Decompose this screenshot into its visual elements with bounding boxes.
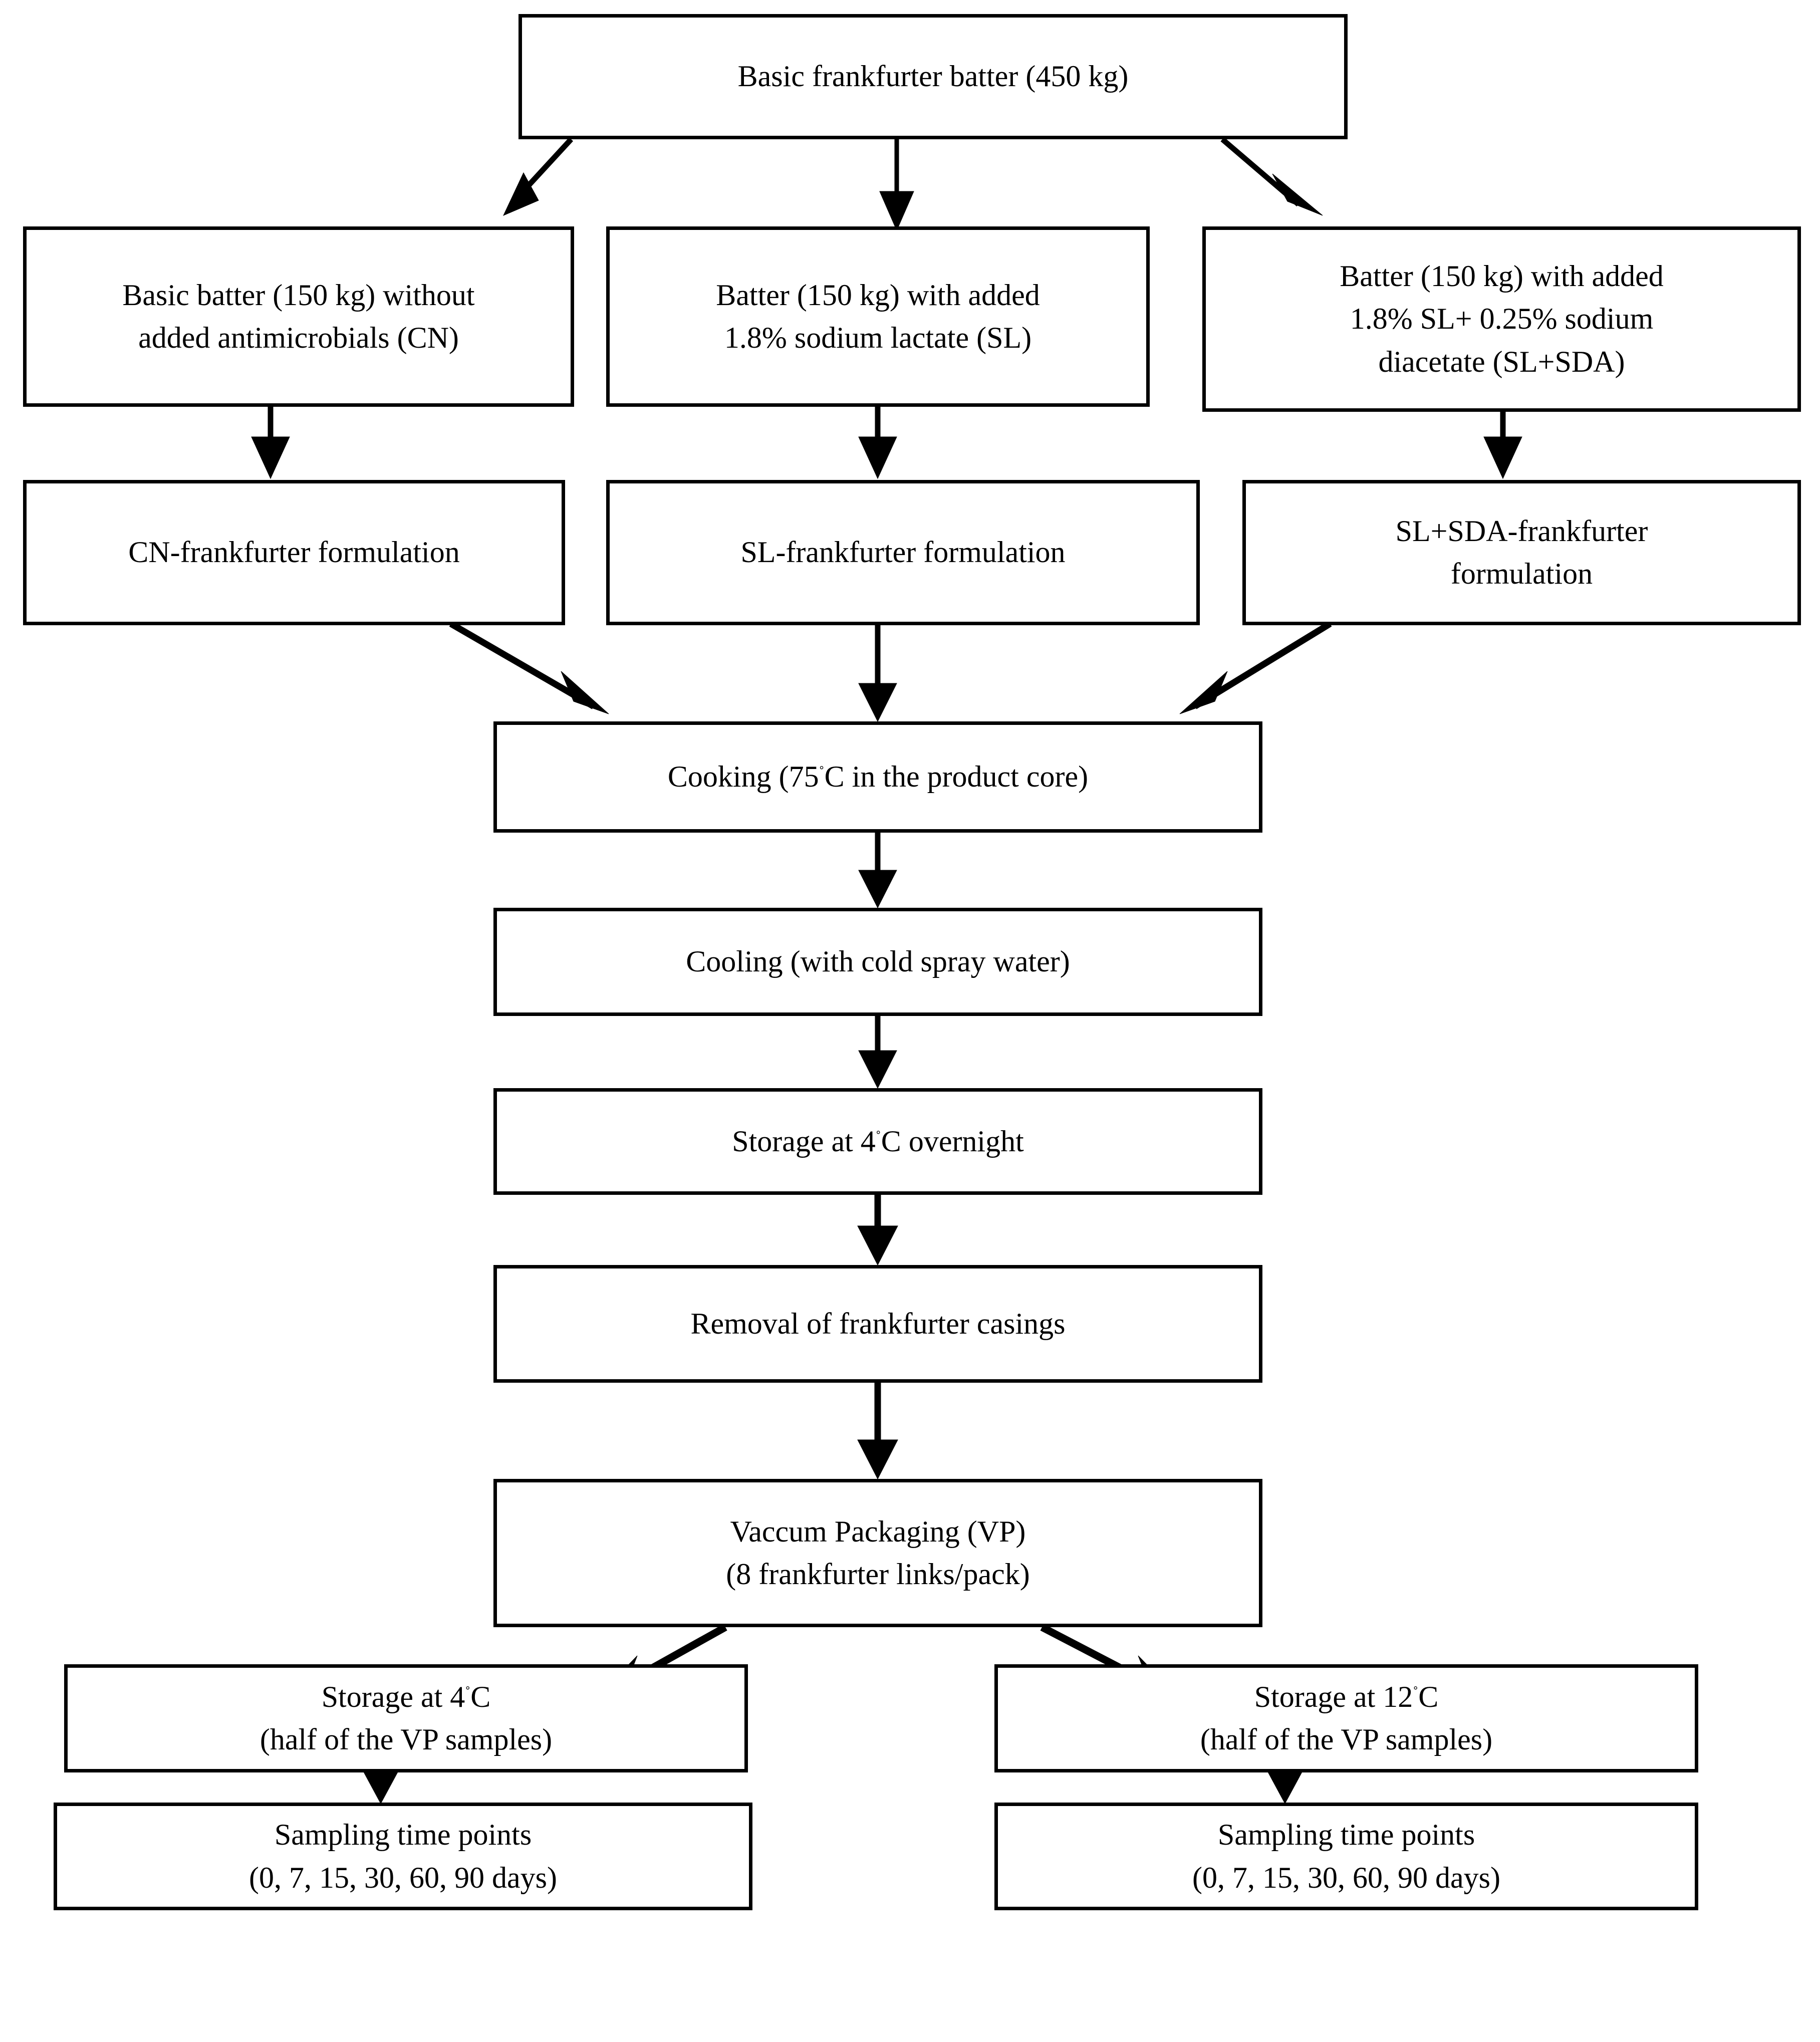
node-cooking[interactable]: Cooking (75˚C in the product core) [493,721,1262,833]
edge-cooling-to-storage [858,1016,897,1089]
node-storage-4c[interactable]: Storage at 4˚C(half of the VP samples) [64,1664,748,1772]
edge-slsda-to-formslsda [1483,412,1522,479]
edge-sl-to-formsl [858,407,897,479]
node-basic-batter-label: Basic frankfurter batter (450 kg) [737,60,1129,93]
node-removal-casings-label: Removal of frankfurter casings [690,1307,1066,1340]
edge-basic-to-cn [502,137,574,216]
node-storage-overnight-label: Storage at 4˚C overnight [732,1124,1024,1158]
node-sampling-12c-label: Sampling time points(0, 7, 15, 30, 60, 9… [1192,1818,1500,1894]
node-formulation-cn[interactable]: CN-frankfurter formulation [23,480,565,625]
edge-storage-to-removal [857,1195,898,1266]
edge-basic-to-slsda [1220,137,1323,216]
node-vacuum-packaging-label: Vaccum Packaging (VP)(8 frankfurter link… [726,1514,1030,1591]
edge-formsl-to-cooking [858,624,897,722]
node-storage-12c[interactable]: Storage at 12˚C(half of the VP samples) [994,1664,1698,1772]
node-sampling-4c-label: Sampling time points(0, 7, 15, 30, 60, 9… [249,1818,557,1894]
node-cooling[interactable]: Cooling (with cold spray water) [493,908,1262,1016]
node-storage-4c-label: Storage at 4˚C(half of the VP samples) [259,1680,553,1756]
node-storage-12c-label: Storage at 12˚C(half of the VP samples) [1200,1680,1493,1756]
node-cooking-label: Cooking (75˚C in the product core) [667,760,1089,794]
node-formulation-sl[interactable]: SL-frankfurter formulation [606,480,1200,625]
node-formulation-cn-label: CN-frankfurter formulation [128,536,460,569]
node-sampling-4c[interactable]: Sampling time points(0, 7, 15, 30, 60, 9… [54,1803,752,1910]
edge-storage4-to-sampling4 [363,1771,398,1805]
edge-storage12-to-sampling12 [1267,1771,1303,1805]
node-removal-casings[interactable]: Removal of frankfurter casings [493,1265,1262,1383]
node-storage-overnight[interactable]: Storage at 4˚C overnight [493,1088,1262,1195]
edge-formcn-to-cooking [449,621,609,714]
degree-symbol-icon: ˚ [465,1684,471,1702]
node-sampling-12c[interactable]: Sampling time points(0, 7, 15, 30, 60, 9… [994,1803,1698,1910]
degree-symbol-icon: ˚ [819,764,825,783]
node-vacuum-packaging[interactable]: Vaccum Packaging (VP)(8 frankfurter link… [493,1479,1262,1627]
node-cooling-label: Cooling (with cold spray water) [686,945,1070,978]
edge-basic-to-sl [879,139,914,231]
node-formulation-sl-label: SL-frankfurter formulation [740,536,1066,569]
edge-removal-to-vp [857,1383,898,1480]
edge-formslsda-to-cooking [1179,621,1332,714]
edge-cn-to-formcn [251,407,290,479]
edge-cooking-to-cooling [858,833,897,909]
degree-symbol-icon: ˚ [1413,1684,1419,1702]
node-basic-batter[interactable]: Basic frankfurter batter (450 kg) [518,14,1348,139]
degree-symbol-icon: ˚ [875,1128,881,1147]
